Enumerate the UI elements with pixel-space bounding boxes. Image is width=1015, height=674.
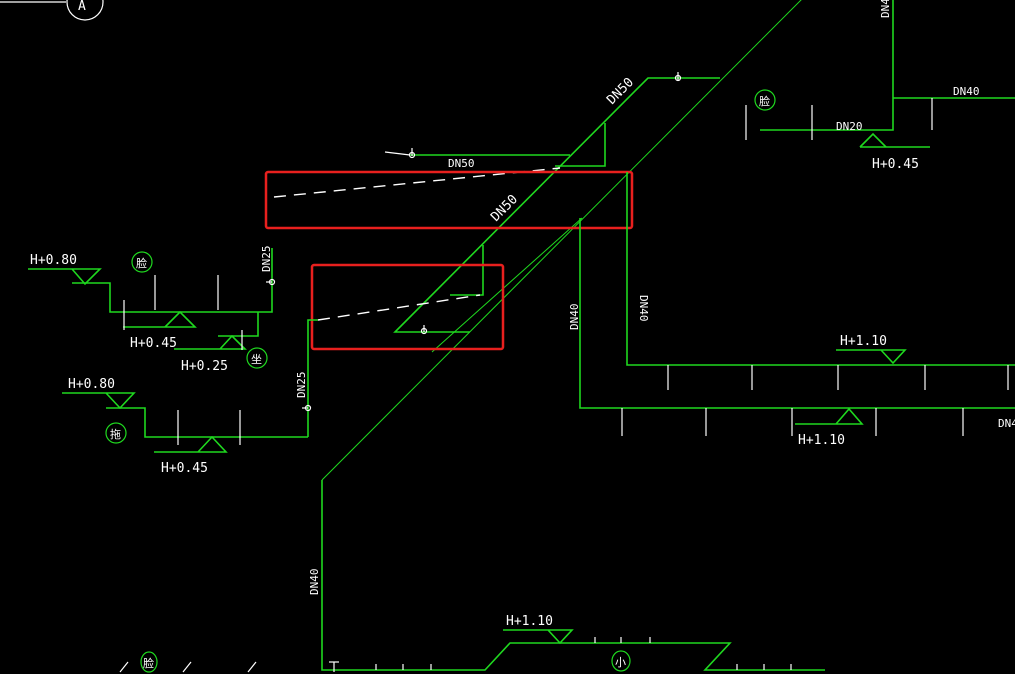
dn50-pipe[interactable]	[384, 72, 720, 335]
elevation-label: H+0.45	[130, 336, 177, 351]
left-branch-upper[interactable]	[28, 248, 318, 453]
fixture-symbol	[131, 251, 153, 273]
dn40-pipes[interactable]	[579, 0, 1015, 409]
dn40-bottom-pipe[interactable]	[321, 480, 825, 671]
outlet-marks	[119, 637, 792, 673]
fixture-risers	[745, 105, 813, 140]
pipe-label: DN40	[953, 85, 980, 98]
pipe-label: DN50	[604, 75, 637, 108]
svg-text:A: A	[78, 0, 86, 14]
pipe-label: DN40	[568, 304, 581, 331]
fixture-label: 脸	[759, 94, 770, 108]
pipe-label: DN20	[836, 120, 863, 133]
valves-row	[621, 98, 1009, 436]
pipe-label: DN25	[260, 246, 273, 273]
fixture-label: 脸	[143, 656, 154, 670]
highlight-box-upper[interactable]	[264, 170, 634, 230]
fixture-symbol	[246, 347, 268, 369]
fixture-symbol	[611, 650, 631, 672]
highlight-box-lower[interactable]	[310, 263, 505, 351]
elevation-label: H+0.25	[181, 359, 228, 374]
fixture-label: 拖	[110, 427, 121, 441]
elevation-label: H+0.80	[68, 377, 115, 392]
elevation-label: H+1.10	[798, 433, 845, 448]
dashed-pipe	[273, 167, 561, 198]
diagonal-guide-line	[321, 0, 802, 481]
elevation-label: H+0.45	[872, 157, 919, 172]
fixture-symbol	[140, 651, 158, 673]
elevation-markers	[503, 132, 930, 645]
pipe-label: DN40	[637, 295, 650, 322]
fixture-symbol	[105, 422, 127, 444]
axis-marker: A	[0, 0, 104, 21]
fixture-label: 小	[615, 656, 626, 669]
elevation-label: H+1.10	[840, 334, 887, 349]
pipe-label: DN25	[295, 372, 308, 399]
pipe-label: DN50	[488, 192, 521, 225]
pipe-label: DN4	[998, 417, 1015, 430]
elevation-label: H+0.45	[161, 461, 208, 476]
pipe-label: DN40	[308, 569, 321, 596]
fixture-risers	[123, 275, 312, 445]
dashed-pipe	[317, 294, 481, 321]
pipe-label: DN50	[448, 157, 475, 170]
pipe-label: DN4	[879, 0, 892, 18]
diagonal-guide-line	[431, 217, 583, 353]
elevation-label: H+0.80	[30, 253, 77, 268]
elevation-label: H+1.10	[506, 614, 553, 629]
fixture-label: 脸	[136, 256, 147, 270]
fixture-label: 坐	[251, 353, 262, 366]
fixture-symbol	[754, 89, 776, 111]
